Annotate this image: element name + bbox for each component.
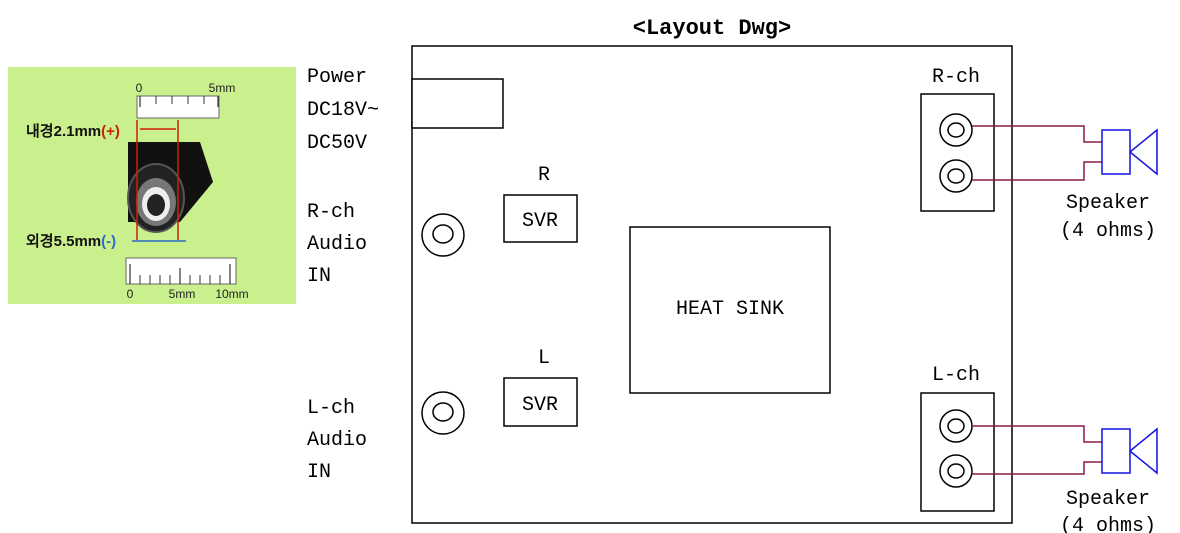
l-output-screw-bottom [939,454,973,488]
r-output-screw-bottom [939,159,973,193]
l-input-label-line3: IN [307,461,331,484]
l-speaker-wires [972,425,1102,475]
dc-jack-image [127,142,213,233]
r-input-label-line2: Audio [307,233,367,256]
power-label-line2: DC18V~ [307,99,379,122]
l-input-label-line2: Audio [307,429,367,452]
diagram-title: <Layout Dwg> [633,16,791,41]
svr-r-label: SVR [522,210,558,233]
inner-diameter-label: 내경2.1mm(+) [26,122,120,140]
l-audio-input-jack [421,391,465,435]
r-output-label: R-ch [932,66,980,89]
l-output-label: L-ch [932,364,980,387]
svr-l-box [503,377,578,427]
svr-r-box [503,194,578,243]
l-speaker-icon [1101,427,1158,475]
bottom-ruler-5-label: 5mm [169,287,196,301]
svr-l-label: SVR [522,394,558,417]
r-input-label-line3: IN [307,265,331,288]
outer-diameter-label: 외경5.5mm(-) [26,232,116,250]
power-label-line3: DC50V [307,132,367,155]
r-input-label-line1: R-ch [307,201,355,224]
svr-r-channel-label: R [538,164,550,187]
l-speaker-label-line2: (4 ohms) [1060,515,1156,533]
svr-l-channel-label: L [538,347,550,370]
top-ruler-end-label: 5mm [209,81,236,95]
r-speaker-label-line2: (4 ohms) [1060,220,1156,243]
power-label-line1: Power [307,66,367,89]
heat-sink-label: HEAT SINK [676,298,784,321]
r-speaker-label-line1: Speaker [1066,192,1150,215]
l-output-terminal [920,392,995,512]
l-speaker-label-line1: Speaker [1066,488,1150,511]
r-speaker-icon [1101,128,1158,176]
top-ruler-start-label: 0 [136,81,143,95]
bottom-ruler-10-label: 10mm [215,287,248,301]
dc-jack-photo: 0 5mm 내경2.1mm(+) 외경5.5mm(-) [8,67,296,304]
pcb-board-outline [411,45,1013,524]
top-ruler [136,95,220,119]
r-speaker-wires [972,125,1102,181]
power-jack [411,78,504,129]
l-input-label-line1: L-ch [307,397,355,420]
r-audio-input-jack [421,213,465,257]
bottom-ruler [125,257,237,285]
bottom-ruler-0-label: 0 [127,287,134,301]
heat-sink [629,226,831,394]
r-output-terminal [920,93,995,212]
r-output-screw-top [939,113,973,147]
